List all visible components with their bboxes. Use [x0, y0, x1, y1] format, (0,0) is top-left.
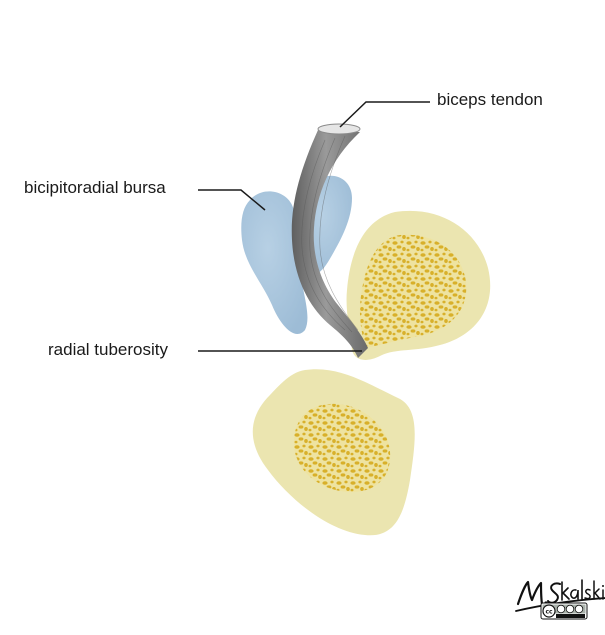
radius-marrow — [359, 234, 467, 348]
leader-line-bursa — [198, 189, 266, 211]
tendon-cut-end — [317, 123, 361, 135]
label-biceps-tendon: biceps tendon — [437, 90, 543, 109]
label-bicipitoradial-bursa: bicipitoradial bursa — [24, 178, 166, 197]
ulna-marrow — [293, 403, 391, 492]
radius-cross-section — [346, 210, 491, 360]
tendon-fibers — [301, 135, 359, 333]
tendon-body — [291, 130, 368, 358]
leader-line-biceps — [339, 101, 430, 128]
ulna-cross-section — [252, 369, 415, 536]
cc-license-badge: cc — [540, 602, 588, 620]
svg-text:cc: cc — [545, 609, 553, 616]
biceps-tendon — [291, 123, 368, 358]
label-radial-tuberosity: radial tuberosity — [48, 340, 169, 359]
bursa-posterior-lobe — [241, 191, 308, 334]
